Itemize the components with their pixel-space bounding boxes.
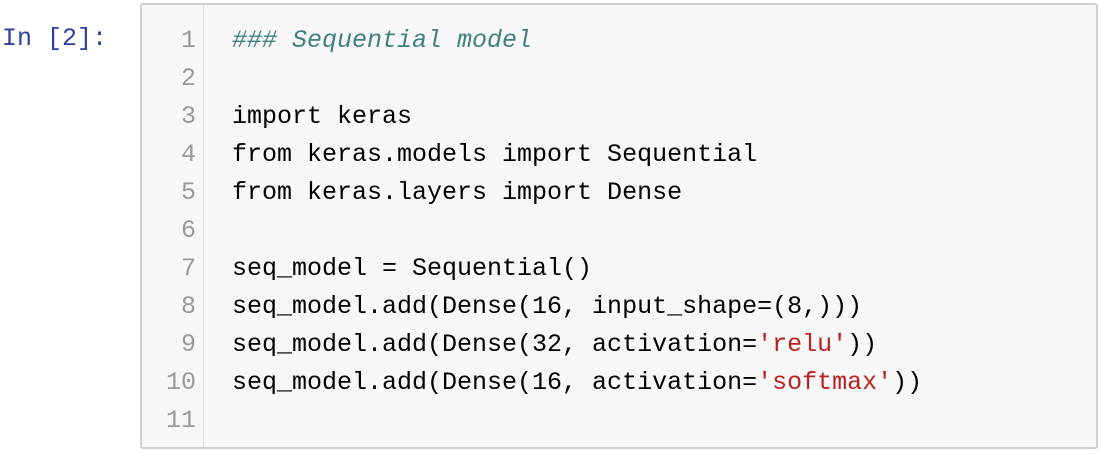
code-line[interactable]: 5 from keras.layers import Dense	[142, 174, 1096, 212]
code-token: seq_model.add(Dense(16, input_shape=(8,)…	[232, 292, 863, 321]
code-string: 'softmax'	[757, 368, 893, 397]
code-token: import keras	[232, 102, 413, 131]
code-line[interactable]: 1 ### Sequential model	[142, 22, 1096, 60]
code-line[interactable]: 3 import keras	[142, 98, 1096, 136]
code-line[interactable]: 6	[142, 212, 1096, 250]
code-text[interactable]: import keras	[232, 98, 412, 136]
line-number: 7	[180, 254, 196, 283]
code-line[interactable]: 8 seq_model.add(Dense(16, input_shape=(8,…	[142, 288, 1096, 326]
code-cell[interactable]: 1 ### Sequential model 2 3 import keras 4 from…	[140, 3, 1098, 449]
line-number: 11	[165, 406, 196, 435]
code-token: ))	[892, 368, 923, 397]
line-number-gutter	[142, 5, 204, 447]
line-number: 9	[180, 330, 196, 359]
code-line[interactable]: 2	[142, 60, 1096, 98]
line-number: 6	[180, 216, 196, 245]
code-line[interactable]: 11	[142, 402, 1096, 440]
cell-prompt: In [2]:	[2, 24, 108, 53]
line-number: 3	[180, 102, 196, 131]
line-number: 4	[180, 140, 196, 169]
code-text[interactable]: seq_model.add(Dense(32, activation='relu…	[232, 326, 877, 364]
line-number: 8	[180, 292, 196, 321]
code-token: seq_model = Sequential()	[232, 254, 593, 283]
line-number: 2	[180, 64, 196, 93]
code-token: from keras.models import Sequential	[232, 140, 758, 169]
code-text[interactable]: seq_model.add(Dense(16, input_shape=(8,)…	[232, 288, 862, 326]
code-token: from keras.layers import Dense	[232, 178, 683, 207]
code-text[interactable]: ### Sequential model	[232, 22, 532, 60]
code-text[interactable]: from keras.layers import Dense	[232, 174, 682, 212]
code-comment: ### Sequential model	[232, 26, 533, 55]
code-line[interactable]: 9 seq_model.add(Dense(32, activation='rel…	[142, 326, 1096, 364]
code-text[interactable]: seq_model.add(Dense(16, activation='soft…	[232, 364, 922, 402]
code-token: seq_model.add(Dense(16, activation=	[232, 368, 758, 397]
line-number: 1	[180, 26, 196, 55]
line-number: 10	[165, 368, 196, 397]
code-text[interactable]: from keras.models import Sequential	[232, 136, 757, 174]
code-token: ))	[847, 330, 878, 359]
code-string: 'relu'	[757, 330, 848, 359]
code-line[interactable]: 7 seq_model = Sequential()	[142, 250, 1096, 288]
line-number: 5	[180, 178, 196, 207]
code-line[interactable]: 4 from keras.models import Sequential	[142, 136, 1096, 174]
code-token: seq_model.add(Dense(32, activation=	[232, 330, 758, 359]
code-line[interactable]: 10 seq_model.add(Dense(16, activation='so…	[142, 364, 1096, 402]
code-text[interactable]: seq_model = Sequential()	[232, 250, 592, 288]
